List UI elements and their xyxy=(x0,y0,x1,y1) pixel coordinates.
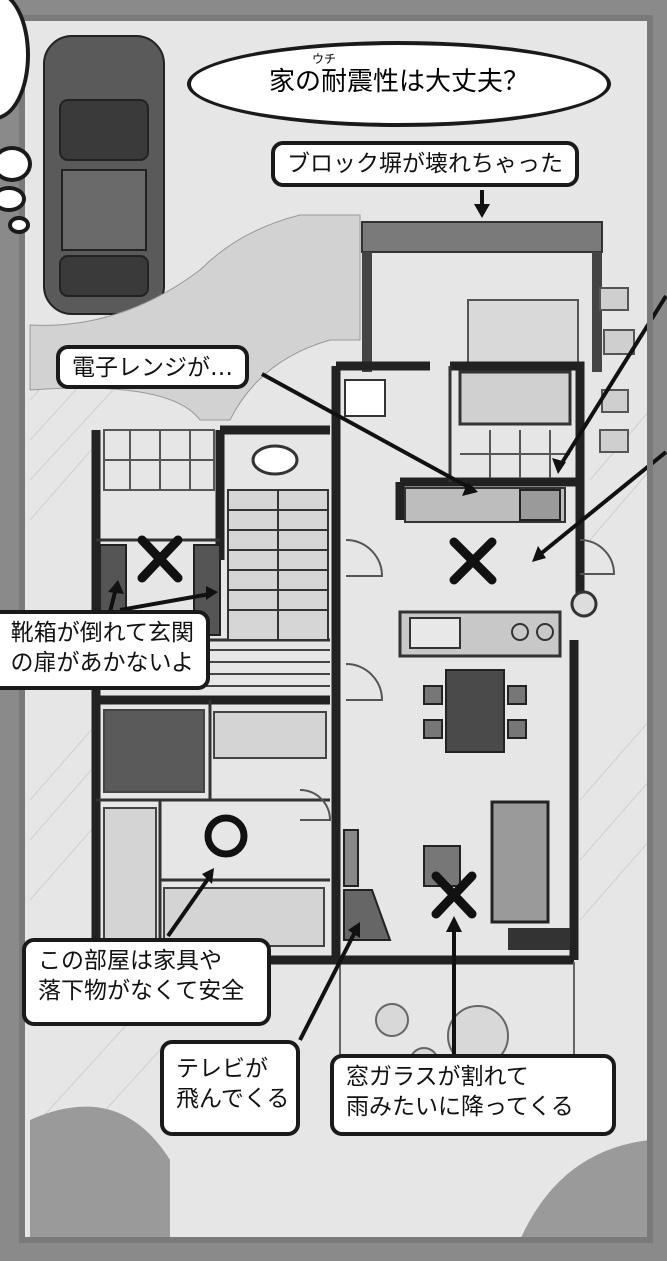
callout-shoe-box: 靴箱が倒れて玄関 の扉があかないよ xyxy=(0,610,210,690)
callout-safe-room-line1: この部屋は家具や xyxy=(38,948,222,974)
page-title: 家の耐震性は大丈夫？ xyxy=(268,67,529,97)
washbasin xyxy=(344,379,386,417)
callout-block-wall-text: ブロック塀が壊れちゃった xyxy=(287,151,563,177)
callout-window-line2: 雨みたいに降ってくる xyxy=(346,1094,574,1120)
callout-shoe-box-line1: 靴箱が倒れて玄関 xyxy=(10,620,194,646)
microwave-shelf xyxy=(519,489,561,521)
callout-microwave-text: 電子レンジが… xyxy=(72,355,233,381)
callout-tv: テレビが 飛んでくる xyxy=(160,1040,300,1136)
callout-window-line1: 窓ガラスが割れて xyxy=(346,1064,529,1090)
bath-floor-grid xyxy=(460,430,570,478)
title-bubble: ウチ 家の耐震性は大丈夫？ xyxy=(187,41,611,127)
parked-car xyxy=(43,35,165,315)
dining-table xyxy=(445,669,505,753)
arrow-heads xyxy=(108,204,566,938)
callout-tv-line2: 飛んでくる xyxy=(176,1086,290,1112)
sink xyxy=(409,617,461,649)
garden-bottom-right xyxy=(520,1140,650,1240)
block-wall xyxy=(361,221,603,253)
stove xyxy=(511,623,554,641)
garden-stones xyxy=(599,287,635,453)
sofa-base xyxy=(508,928,570,950)
thought-bubble-small-1 xyxy=(0,186,26,212)
danger-mark-entrance xyxy=(137,535,183,583)
thought-bubble-medium xyxy=(0,146,32,182)
safe-mark-tatami xyxy=(204,814,248,858)
title-ruby: ウチ xyxy=(311,52,336,66)
washing-machine xyxy=(570,590,598,618)
bathtub xyxy=(458,370,572,426)
danger-mark-kitchen xyxy=(449,537,497,585)
callout-safe-room: この部屋は家具や 落下物がなくて安全 xyxy=(22,938,271,1026)
entrance-grid xyxy=(103,429,215,491)
door-swings xyxy=(299,539,616,821)
stairs xyxy=(227,489,329,641)
danger-mark-living xyxy=(431,871,477,919)
callout-tv-line1: テレビが xyxy=(176,1056,268,1082)
dining-chairs xyxy=(423,685,527,739)
tatami-room xyxy=(103,709,327,949)
callout-shoe-box-line2: の扉があかないよ xyxy=(10,650,194,676)
pointer-lines xyxy=(108,190,667,1058)
callout-block-wall: ブロック塀が壊れちゃった xyxy=(271,141,579,187)
toilet xyxy=(251,444,299,476)
callout-window: 窓ガラスが割れて 雨みたいに降ってくる xyxy=(330,1054,616,1136)
callout-microwave: 電子レンジが… xyxy=(56,345,249,389)
sofa xyxy=(490,800,550,924)
thought-bubble-small-2 xyxy=(8,216,30,234)
garden-bottom-left xyxy=(30,1106,170,1240)
callout-safe-room-line2: 落下物がなくて安全 xyxy=(38,978,245,1004)
